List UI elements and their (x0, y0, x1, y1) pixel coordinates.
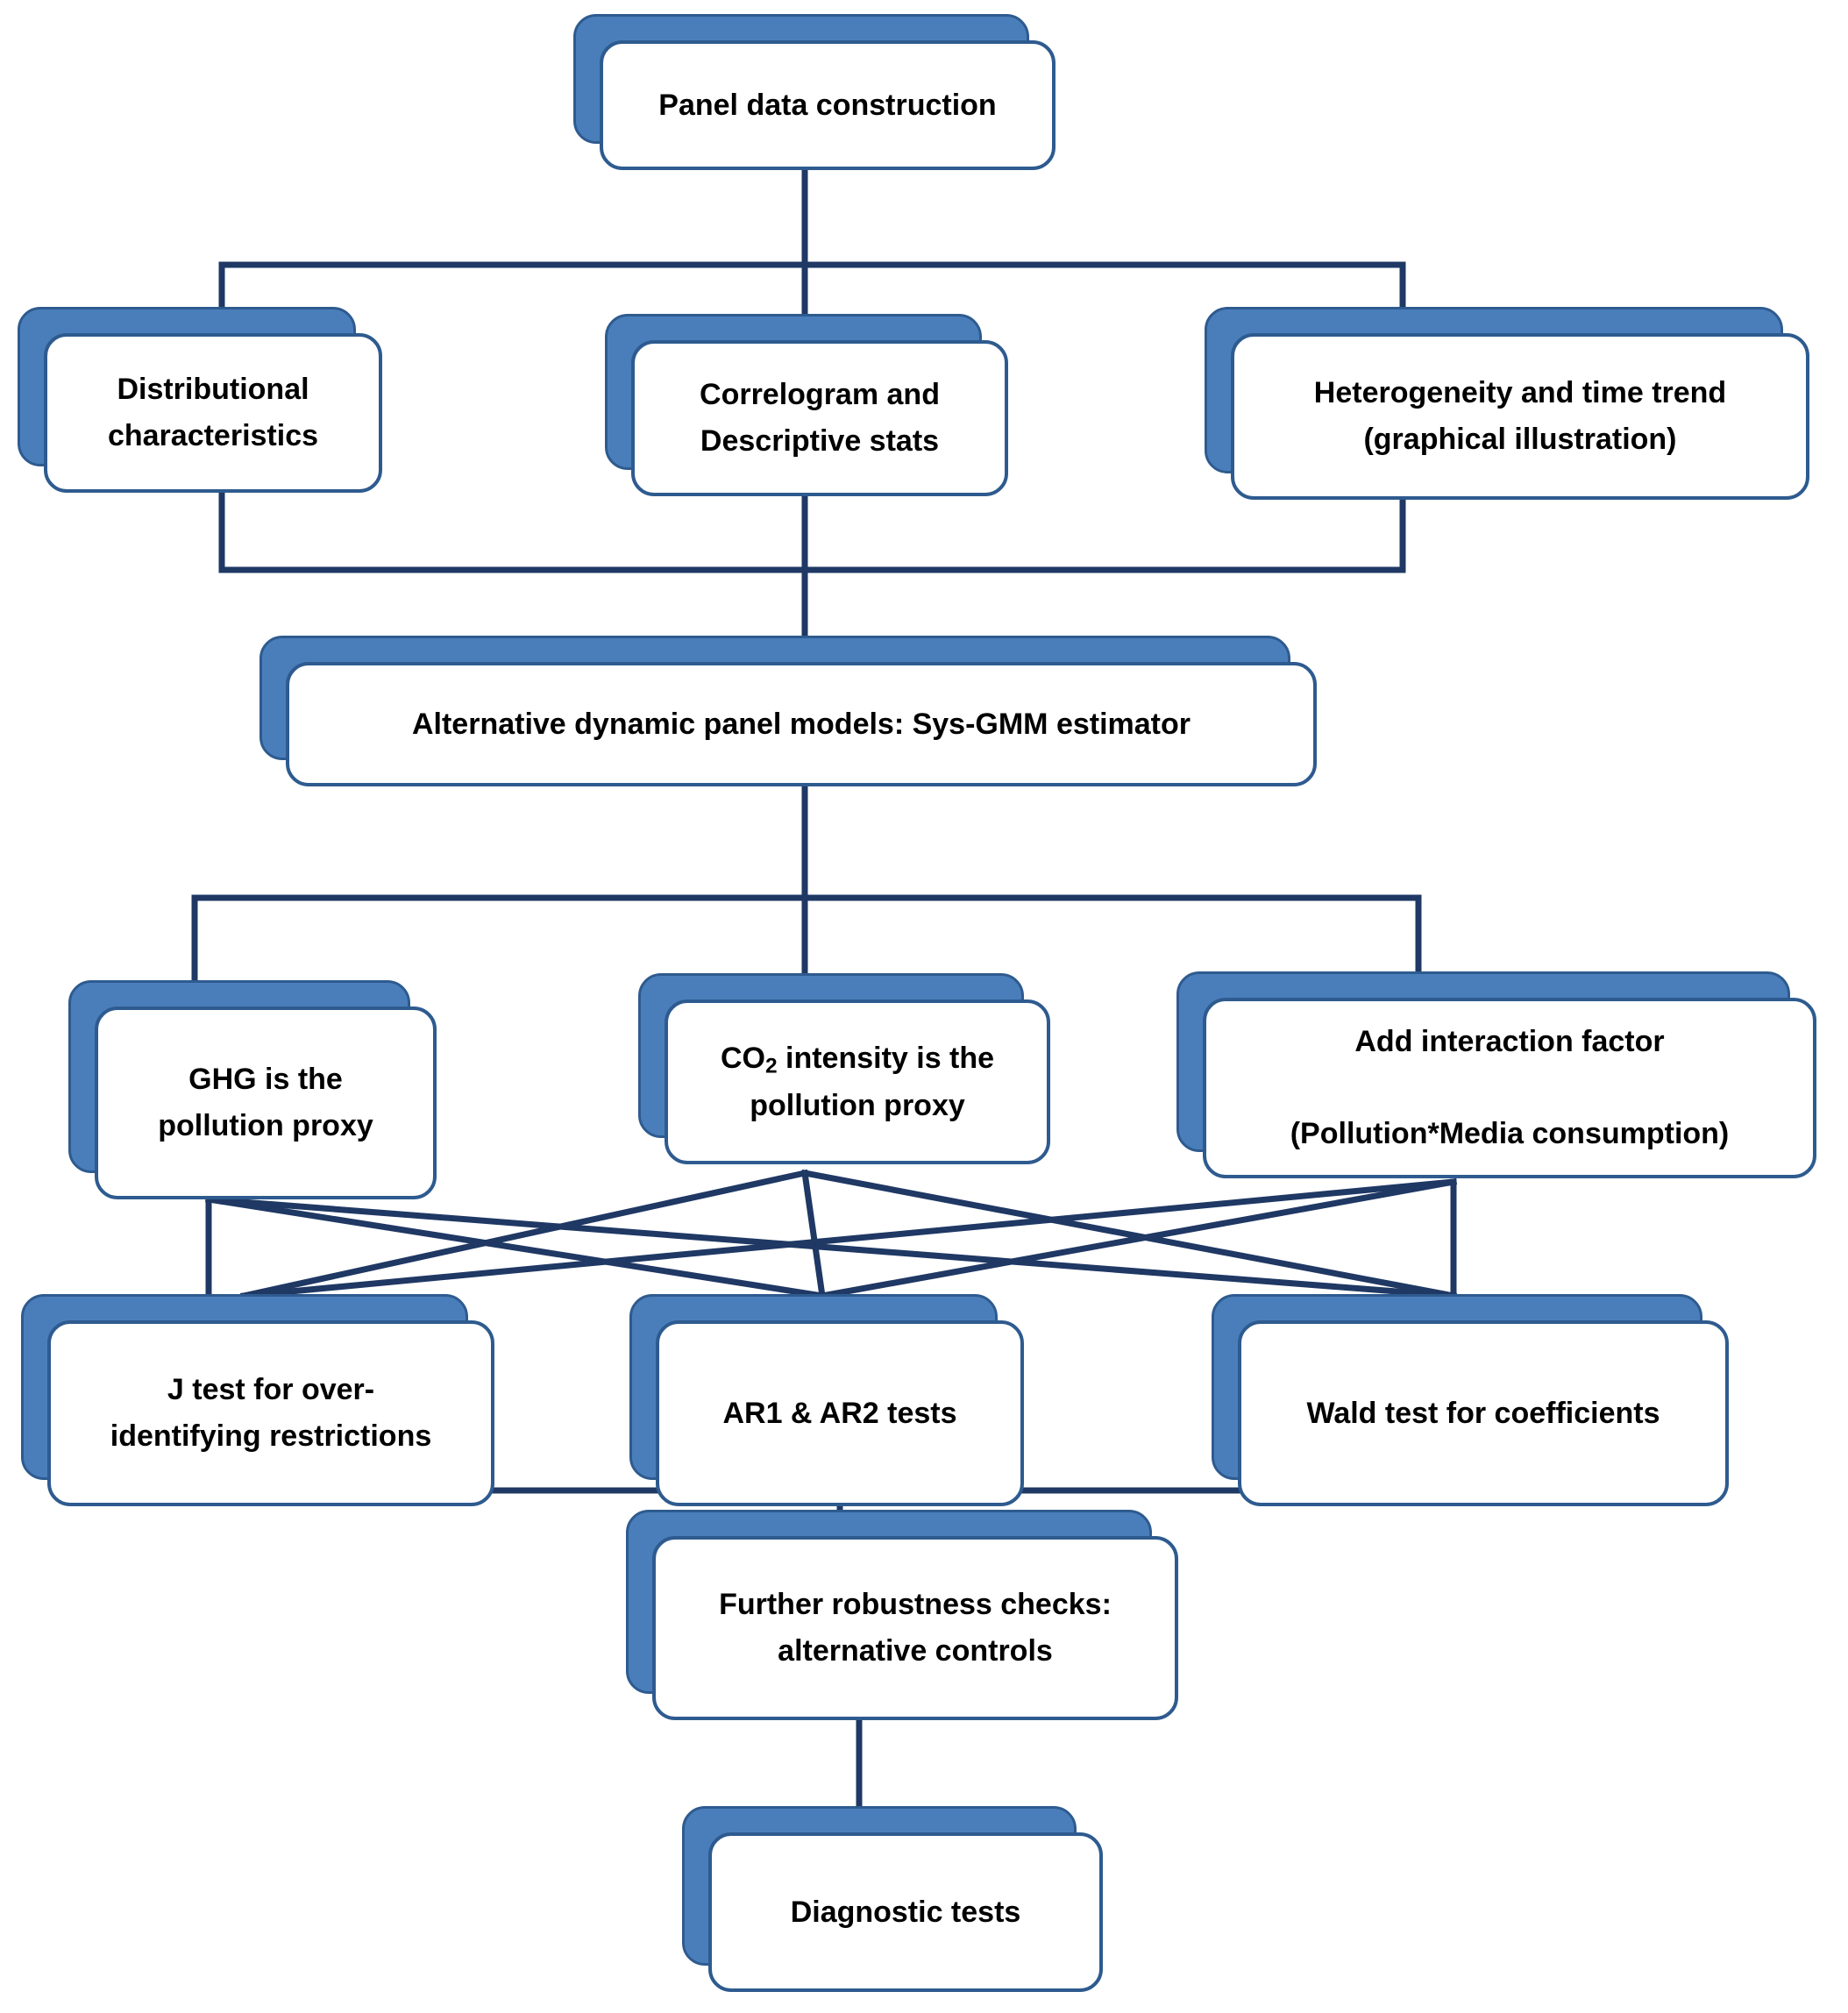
node-ar1-ar2-tests[interactable]: AR1 & AR2 tests (629, 1294, 1024, 1506)
node-panel-data-construction[interactable]: Panel data construction (573, 14, 1055, 170)
node-face: Distributional characteristics (44, 333, 382, 493)
node-face: Heterogeneity and time trend (graphical … (1231, 333, 1809, 500)
node-distributional-characteristics[interactable]: Distributional characteristics (18, 307, 382, 493)
node-face: Diagnostic tests (708, 1832, 1103, 1992)
node-label: Diagnostic tests (790, 1895, 1021, 1929)
node-add-interaction-factor[interactable]: Add interaction factor (Pollution*Media … (1176, 971, 1816, 1178)
node-label: AR1 & AR2 tests (722, 1396, 957, 1430)
node-face: Further robustness checks: alternative c… (652, 1536, 1178, 1720)
node-label: Distributional characteristics (107, 373, 319, 452)
node-face: AR1 & AR2 tests (656, 1320, 1024, 1506)
node-face: Alternative dynamic panel models: Sys-GM… (286, 662, 1317, 786)
node-further-robustness-checks[interactable]: Further robustness checks: alternative c… (626, 1510, 1178, 1720)
node-face: J test for over- identifying restriction… (47, 1320, 494, 1506)
node-sys-gmm-estimator[interactable]: Alternative dynamic panel models: Sys-GM… (259, 636, 1317, 786)
node-face: Add interaction factor (Pollution*Media … (1203, 998, 1816, 1178)
node-heterogeneity-time-trend[interactable]: Heterogeneity and time trend (graphical … (1205, 307, 1809, 500)
node-label: GHG is the pollution proxy (158, 1063, 373, 1142)
node-face: GHG is the pollution proxy (95, 1006, 437, 1199)
node-label: Further robustness checks: alternative c… (719, 1588, 1112, 1668)
node-label: J test for over- identifying restriction… (110, 1373, 432, 1453)
node-label: Panel data construction (658, 88, 997, 122)
node-ghg-pollution-proxy[interactable]: GHG is the pollution proxy (68, 980, 437, 1199)
node-label: Heterogeneity and time trend (graphical … (1313, 376, 1727, 456)
node-face: Correlogram and Descriptive stats (631, 340, 1008, 496)
node-diagnostic-tests[interactable]: Diagnostic tests (682, 1806, 1103, 1992)
node-correlogram-descriptive-stats[interactable]: Correlogram and Descriptive stats (605, 314, 1008, 496)
node-face: Panel data construction (600, 40, 1055, 170)
node-wald-test-coefficients[interactable]: Wald test for coefficients (1212, 1294, 1729, 1506)
node-j-test-overidentifying[interactable]: J test for over- identifying restriction… (21, 1294, 494, 1506)
node-face: Wald test for coefficients (1238, 1320, 1729, 1506)
node-label: Add interaction factor (Pollution*Media … (1290, 1024, 1730, 1151)
node-label: Alternative dynamic panel models: Sys-GM… (411, 707, 1191, 741)
node-label: Wald test for coefficients (1306, 1396, 1660, 1430)
node-label: Correlogram and Descriptive stats (700, 378, 940, 458)
